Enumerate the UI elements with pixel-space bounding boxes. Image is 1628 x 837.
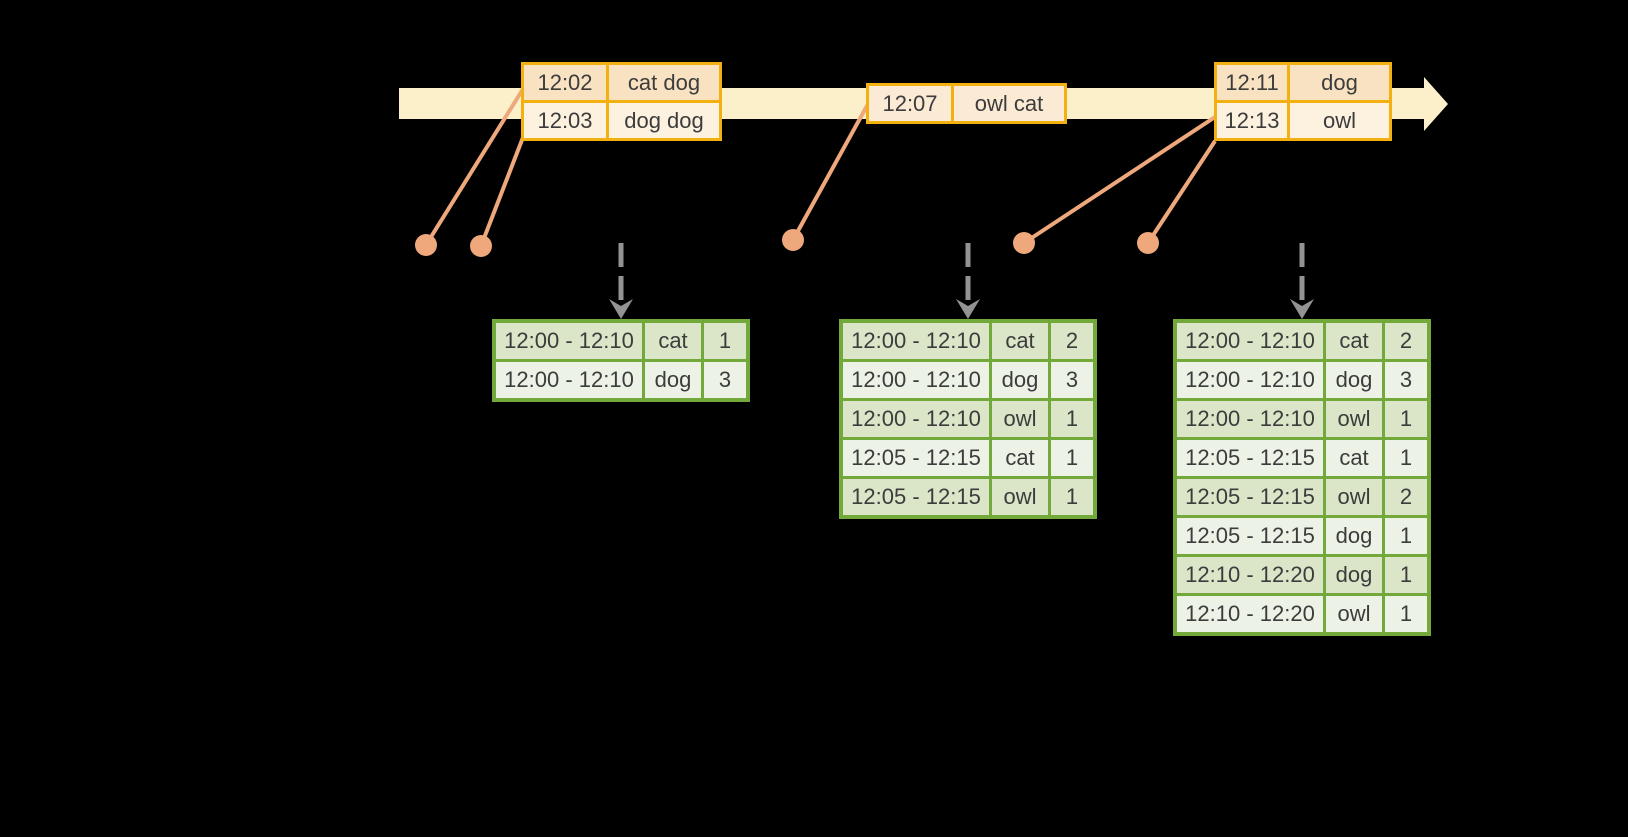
event-words-cell: owl bbox=[1290, 103, 1389, 138]
event-table-1: 12:02 cat dog 12:03 dog dog bbox=[521, 62, 722, 141]
event-connector-line bbox=[479, 126, 529, 247]
event-words-cell: dog dog bbox=[609, 103, 719, 138]
result-word-cell: owl bbox=[992, 479, 1048, 515]
trigger-arrow bbox=[956, 243, 980, 319]
result-count-cell: 1 bbox=[1385, 596, 1427, 632]
event-connector-line bbox=[1022, 115, 1217, 245]
result-window-cell: 12:05 - 12:15 bbox=[1177, 518, 1323, 554]
result-window-cell: 12:00 - 12:10 bbox=[496, 362, 642, 398]
result-count-cell: 2 bbox=[1385, 323, 1427, 359]
result-window-cell: 12:05 - 12:15 bbox=[843, 479, 989, 515]
event-time-dot bbox=[470, 235, 492, 257]
result-word-cell: owl bbox=[1326, 479, 1382, 515]
trigger-arrow bbox=[1290, 243, 1314, 319]
event-time-dot bbox=[782, 229, 804, 251]
result-count-cell: 1 bbox=[1051, 479, 1093, 515]
result-window-cell: 12:10 - 12:20 bbox=[1177, 557, 1323, 593]
event-connector-line bbox=[791, 103, 870, 241]
result-count-cell: 1 bbox=[1051, 440, 1093, 476]
result-count-cell: 1 bbox=[1385, 440, 1427, 476]
event-time-cell: 12:13 bbox=[1217, 103, 1287, 138]
result-window-cell: 12:00 - 12:10 bbox=[1177, 362, 1323, 398]
result-count-cell: 1 bbox=[1385, 557, 1427, 593]
result-window-cell: 12:05 - 12:15 bbox=[1177, 479, 1323, 515]
result-count-cell: 2 bbox=[1385, 479, 1427, 515]
event-table-2: 12:07 owl cat bbox=[866, 83, 1067, 124]
event-words-cell: cat dog bbox=[609, 65, 719, 100]
event-connector-line bbox=[1146, 139, 1217, 245]
event-time-cell: 12:07 bbox=[869, 86, 951, 121]
event-time-dot bbox=[1137, 232, 1159, 254]
trigger-arrowhead-icon bbox=[609, 299, 633, 319]
result-word-cell: dog bbox=[1326, 557, 1382, 593]
result-count-cell: 3 bbox=[1385, 362, 1427, 398]
result-window-cell: 12:05 - 12:15 bbox=[843, 440, 989, 476]
result-word-cell: owl bbox=[992, 401, 1048, 437]
result-window-cell: 12:00 - 12:10 bbox=[1177, 401, 1323, 437]
event-words-cell: owl cat bbox=[954, 86, 1064, 121]
result-count-cell: 2 bbox=[1051, 323, 1093, 359]
result-window-cell: 12:00 - 12:10 bbox=[843, 362, 989, 398]
trigger-arrow bbox=[609, 243, 633, 319]
result-count-cell: 1 bbox=[704, 323, 746, 359]
result-table-3: 12:00 - 12:10 cat 2 12:00 - 12:10 dog 3 … bbox=[1173, 319, 1431, 636]
result-word-cell: dog bbox=[992, 362, 1048, 398]
trigger-arrowhead-icon bbox=[956, 299, 980, 319]
result-word-cell: cat bbox=[992, 440, 1048, 476]
result-window-cell: 12:00 - 12:10 bbox=[1177, 323, 1323, 359]
event-time-dot bbox=[415, 234, 437, 256]
result-window-cell: 12:00 - 12:10 bbox=[843, 323, 989, 359]
result-window-cell: 12:05 - 12:15 bbox=[1177, 440, 1323, 476]
event-words-cell: dog bbox=[1290, 65, 1389, 100]
result-count-cell: 3 bbox=[1051, 362, 1093, 398]
result-count-cell: 1 bbox=[1051, 401, 1093, 437]
result-word-cell: dog bbox=[645, 362, 701, 398]
result-word-cell: cat bbox=[992, 323, 1048, 359]
event-time-cell: 12:11 bbox=[1217, 65, 1287, 100]
result-word-cell: dog bbox=[1326, 518, 1382, 554]
event-time-cell: 12:03 bbox=[524, 103, 606, 138]
result-count-cell: 1 bbox=[1385, 401, 1427, 437]
event-connector-line bbox=[424, 87, 525, 247]
result-count-cell: 3 bbox=[704, 362, 746, 398]
result-window-cell: 12:00 - 12:10 bbox=[843, 401, 989, 437]
result-table-1: 12:00 - 12:10 cat 1 12:00 - 12:10 dog 3 bbox=[492, 319, 750, 402]
result-window-cell: 12:10 - 12:20 bbox=[1177, 596, 1323, 632]
event-time-cell: 12:02 bbox=[524, 65, 606, 100]
result-word-cell: cat bbox=[645, 323, 701, 359]
result-word-cell: cat bbox=[1326, 323, 1382, 359]
timeline-arrowhead-icon bbox=[1424, 77, 1448, 131]
result-table-2: 12:00 - 12:10 cat 2 12:00 - 12:10 dog 3 … bbox=[839, 319, 1097, 519]
result-word-cell: dog bbox=[1326, 362, 1382, 398]
result-count-cell: 1 bbox=[1385, 518, 1427, 554]
event-time-dot bbox=[1013, 232, 1035, 254]
event-table-3: 12:11 dog 12:13 owl bbox=[1214, 62, 1392, 141]
result-word-cell: cat bbox=[1326, 440, 1382, 476]
result-word-cell: owl bbox=[1326, 401, 1382, 437]
result-window-cell: 12:00 - 12:10 bbox=[496, 323, 642, 359]
result-word-cell: owl bbox=[1326, 596, 1382, 632]
trigger-arrowhead-icon bbox=[1290, 299, 1314, 319]
